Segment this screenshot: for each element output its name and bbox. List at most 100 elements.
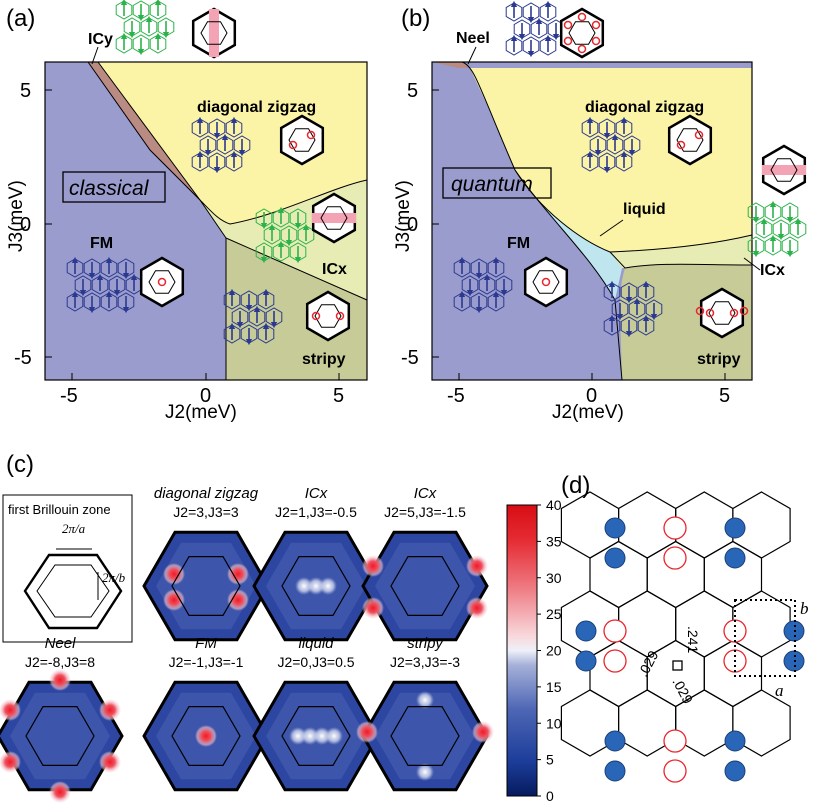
ytick: -5 (14, 347, 32, 369)
map-params: J2=-8,J3=8 (25, 654, 95, 670)
bz-icon (311, 192, 357, 244)
map-params: J2=5,J3=-1.5 (384, 504, 466, 520)
xtick: 5 (719, 385, 730, 407)
quantum-box (442, 167, 552, 199)
liquid-region (515, 170, 622, 300)
classical-box (62, 171, 166, 203)
colorbar-tick-label: 10 (546, 715, 562, 731)
colorbar-tick-label: 5 (546, 752, 554, 768)
bond-value: .029 (669, 675, 696, 707)
honeycomb-lattice (560, 491, 805, 783)
liquid-pointer (599, 219, 624, 237)
colorbar-tick-label: 20 (546, 643, 562, 659)
lattice-site-blue (575, 650, 597, 672)
xtick: -5 (447, 385, 465, 407)
map-title: stripy (407, 635, 444, 652)
bz-icon (523, 256, 569, 308)
map-title: ICx (305, 485, 328, 502)
lattice-site-blue (604, 517, 626, 539)
spin-pattern (453, 256, 513, 314)
colorbar-tick-label: 30 (546, 570, 562, 586)
lattice-site-blue (575, 620, 597, 642)
icx-region (610, 235, 752, 268)
ytick: 5 (20, 80, 31, 102)
structure-factor-map: FM J2=-1,J3=-1 (142, 635, 270, 792)
phase-label-zigzag: diagonal zigzag (197, 99, 316, 116)
x-axis-label: J2(meV) (165, 402, 237, 423)
bond-value: .241 (685, 626, 701, 653)
map-params: J2=3,J3=-3 (390, 654, 460, 670)
spin-pattern (505, 0, 565, 58)
phase-boundary (87, 61, 368, 225)
zigzag-region (470, 68, 752, 252)
xtick: 0 (200, 385, 211, 407)
lattice-site-blue (724, 760, 746, 782)
icy-region (88, 62, 200, 200)
lattice-site-red (663, 759, 687, 783)
phase-boundary (432, 61, 753, 253)
y-axis-label: J3(meV) (393, 180, 414, 252)
structure-factor-maps: diagonal zigzagJ2=3,J3=3ICxJ2=1,J3=-0.5I… (0, 485, 494, 803)
colorbar-tick-label: 15 (546, 679, 562, 695)
spin-pattern (191, 116, 251, 174)
cell-b-label: b (800, 599, 809, 618)
bz-legend-box (2, 494, 133, 643)
neel-pointer (467, 46, 477, 65)
x-axis-label: J2(meV) (552, 402, 624, 423)
spin-pattern (603, 280, 663, 338)
panel-c-tag: (c) (6, 451, 34, 478)
y-axis-label: J3(meV) (6, 180, 27, 252)
bz-icon (279, 114, 325, 166)
map-title: FM (195, 635, 217, 652)
bz-a-label: 2π/a (62, 521, 86, 536)
stripy-region (226, 238, 367, 380)
phase-diagram-b (431, 61, 753, 381)
bz-b-label: 2π/b (102, 570, 126, 585)
panel-b: (b) 5 0 -5 -5 0 5 J3(meV) J2(meV) quantu… (393, 5, 785, 423)
bz-title: first Brillouin zone (8, 502, 111, 517)
colorbar-tick-label: 40 (546, 497, 562, 513)
map-title: ICx (414, 485, 437, 502)
spin-pattern (747, 200, 807, 258)
lattice-site-red (663, 516, 687, 540)
xtick: -5 (60, 385, 78, 407)
phase-label-zigzag: diagonal zigzag (585, 99, 704, 116)
quantum-label: quantum (451, 173, 533, 196)
phase-label-stripy: stripy (697, 351, 741, 368)
panel-b-tag: (b) (401, 5, 430, 32)
bz-icon (139, 256, 185, 308)
ytick: -5 (401, 347, 419, 369)
panel-a-tag: (a) (6, 5, 35, 32)
bz-inner-hexagon (36, 564, 110, 618)
ytick: 0 (407, 214, 418, 236)
panel-d: (d) b a .241 .029 .029 (560, 472, 809, 783)
lattice-hexagon (732, 689, 791, 757)
bz-icon (191, 7, 237, 59)
lattice-hexagon (675, 590, 734, 658)
bz-icon (695, 287, 749, 339)
spin-insets (66, 0, 807, 346)
map-params: J2=3,J3=3 (173, 504, 239, 520)
reference-bond-marker (672, 660, 683, 671)
phase-boundary (97, 61, 368, 380)
colorbar-tick-label: 0 (546, 788, 554, 804)
map-params: J2=-1,J3=-1 (169, 654, 244, 670)
bz-outer-hexagon (23, 553, 123, 630)
spin-pattern (66, 256, 143, 314)
spin-pattern (255, 206, 315, 264)
spin-pattern (223, 288, 283, 346)
lattice-hexagon (617, 590, 677, 658)
map-params: J2=0,J3=0.5 (277, 654, 354, 670)
phase-boundary (514, 169, 753, 381)
colorbar-tick-label: 35 (546, 533, 562, 549)
spin-pattern (581, 116, 641, 174)
colorbar-tick-label: 25 (546, 606, 562, 622)
phase-label-icx: ICx (760, 262, 785, 279)
bz-icon (667, 114, 713, 166)
map-params: J2=1,J3=-0.5 (275, 504, 357, 520)
